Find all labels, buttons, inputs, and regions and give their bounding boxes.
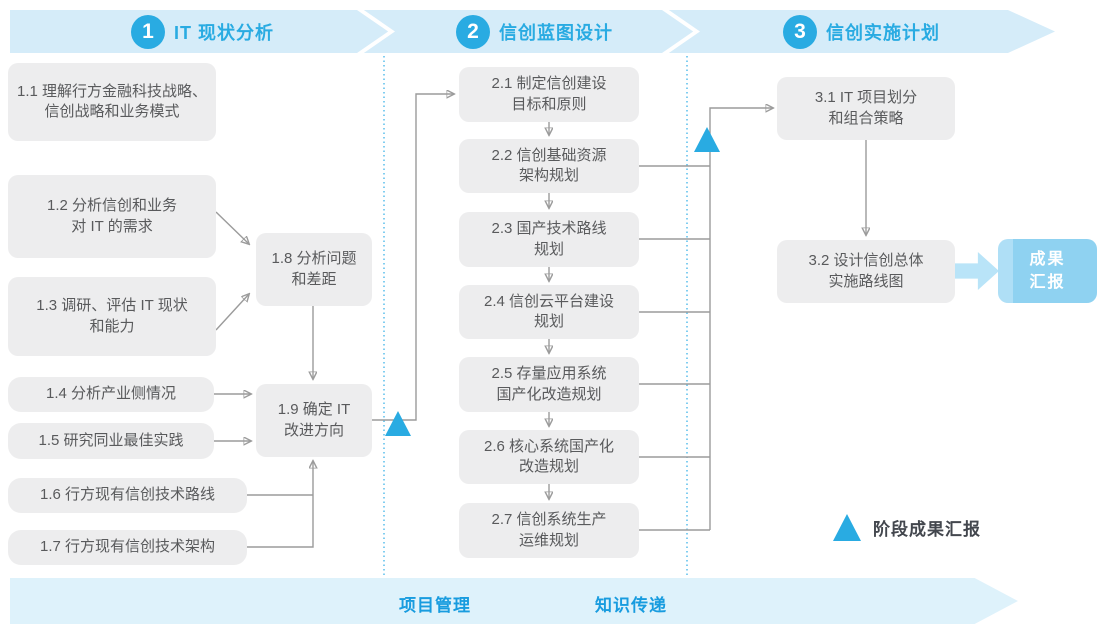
phase-2-number-badge: 2: [456, 15, 490, 49]
phase-3-number-badge: 3: [783, 15, 817, 49]
box-1-7: 1.7 行方现有信创技术架构: [8, 530, 247, 565]
box-2-6: 2.6 核心系统国产化 改造规划: [459, 430, 639, 484]
phase-2-title: 信创蓝图设计: [499, 23, 613, 43]
phase-3-title: 信创实施计划: [826, 23, 940, 43]
box-2-1: 2.1 制定信创建设 目标和原则: [459, 67, 639, 122]
box-1-3: 1.3 调研、评估 IT 现状 和能力: [8, 277, 216, 356]
result-report-box: 成果 汇报: [998, 239, 1097, 303]
box-1-2: 1.2 分析信创和业务 对 IT 的需求: [8, 175, 216, 258]
phase-2-header: 2 信创蓝图设计: [456, 14, 613, 50]
box-3-2: 3.2 设计信创总体 实施路线图: [777, 240, 955, 303]
box-1-8: 1.8 分析问题 和差距: [256, 233, 372, 306]
box-2-5: 2.5 存量应用系统 国产化改造规划: [459, 357, 639, 412]
phase-1-header: 1 IT 现状分析: [131, 14, 274, 50]
box-2-4: 2.4 信创云平台建设 规划: [459, 285, 639, 339]
box-1-5: 1.5 研究同业最佳实践: [8, 423, 214, 459]
phase-1-number-badge: 1: [131, 15, 165, 49]
box-2-3: 2.3 国产技术路线 规划: [459, 212, 639, 267]
footer-label-knowledge-transfer: 知识传递: [595, 596, 667, 615]
milestone-triangle-icon: [694, 127, 720, 152]
result-arrow-icon: [955, 252, 999, 290]
milestone-triangle-icon: [833, 514, 861, 541]
legend-milestone-label: 阶段成果汇报: [873, 520, 981, 539]
footer-arrow-banner: [10, 578, 1018, 624]
milestone-triangle-icon: [385, 411, 411, 436]
phase-3-header: 3 信创实施计划: [783, 14, 940, 50]
box-1-4: 1.4 分析产业侧情况: [8, 377, 214, 412]
footer-label-project-management: 项目管理: [399, 596, 471, 615]
box-1-1: 1.1 理解行方金融科技战略、 信创战略和业务模式: [8, 63, 216, 141]
box-2-2: 2.2 信创基础资源 架构规划: [459, 139, 639, 193]
box-3-1: 3.1 IT 项目划分 和组合策略: [777, 77, 955, 140]
box-1-9: 1.9 确定 IT 改进方向: [256, 384, 372, 457]
box-1-6: 1.6 行方现有信创技术路线: [8, 478, 247, 513]
phase-1-title: IT 现状分析: [174, 23, 274, 43]
legend-milestone: 阶段成果汇报: [833, 514, 981, 541]
box-2-7: 2.7 信创系统生产 运维规划: [459, 503, 639, 558]
phase-arrow-banner: [10, 10, 1055, 53]
